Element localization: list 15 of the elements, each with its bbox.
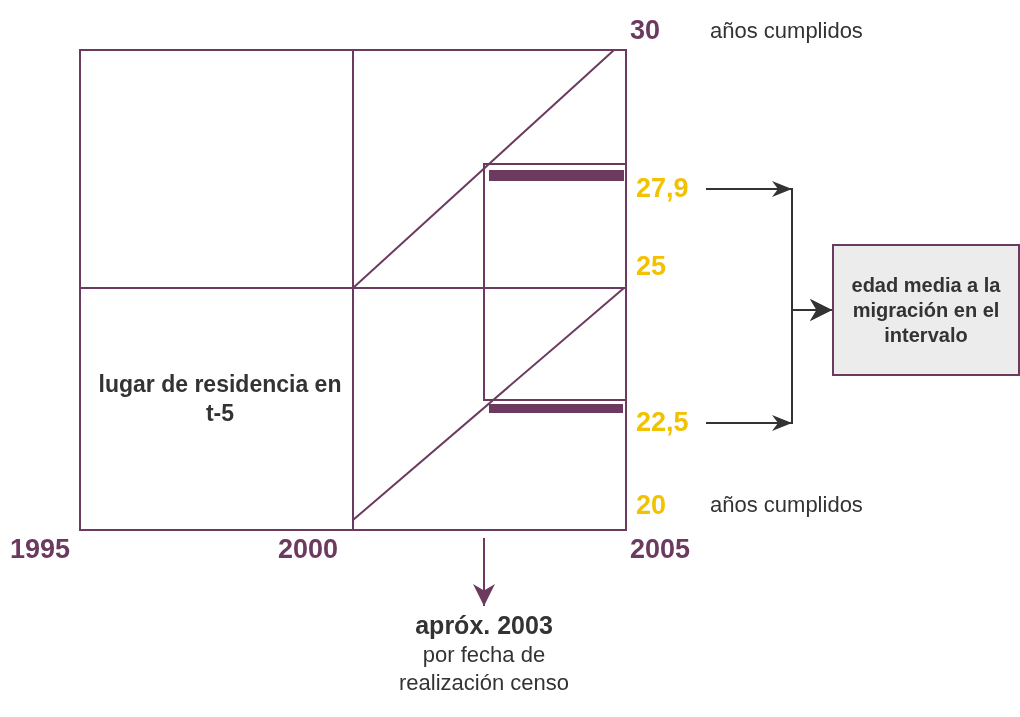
result-box <box>832 244 1020 376</box>
age-value: 27,9 <box>636 172 690 205</box>
year-label: 2000 <box>278 533 340 566</box>
axis-note: años cumplidos <box>710 17 864 45</box>
box-text: edad media a la migración en el intervalo <box>850 272 1002 348</box>
date-label: apróx. 2003 <box>414 610 554 641</box>
axis-note: años cumplidos <box>710 491 864 519</box>
age-value: 25 <box>636 250 668 283</box>
year-label: 1995 <box>10 533 72 566</box>
age-value: 22,5 <box>636 406 690 439</box>
age-value: 30 <box>630 14 662 47</box>
year-label: 2005 <box>630 533 692 566</box>
age-value: 20 <box>636 489 668 522</box>
note-text: por fecha de realización censo <box>398 641 570 697</box>
region-label: lugar de residencia en t-5 <box>97 370 343 428</box>
